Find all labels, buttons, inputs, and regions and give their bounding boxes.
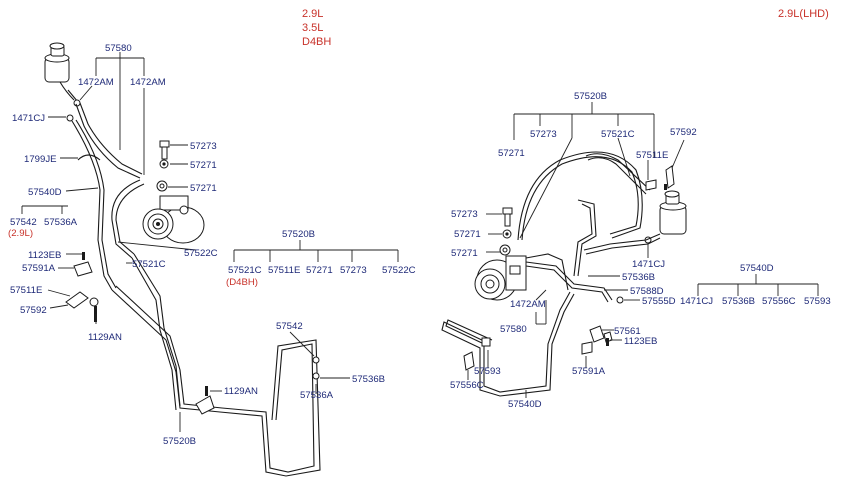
label-57561: 57561	[614, 326, 641, 337]
label-1472AM-b: 1472AM	[130, 77, 166, 88]
left-callout-lines	[21, 52, 399, 432]
label-57521C-group: 57521C	[228, 265, 262, 276]
label-57593-group: 57593	[804, 296, 831, 307]
label-57273: 57273	[190, 141, 217, 152]
label-57592-right: 57592	[670, 127, 697, 138]
label-57556C-group: 57556C	[762, 296, 796, 307]
label-57273-right: 57273	[451, 209, 478, 220]
label-57271-right-b: 57271	[451, 248, 478, 259]
label-1129AN-lower: 1129AN	[224, 386, 258, 397]
label-57520B-right: 57520B	[574, 91, 607, 102]
label-57536A-lower: 57536A	[300, 390, 334, 401]
label-57555D: 57555D	[642, 296, 676, 307]
label-1472AM-right: 1472AM	[510, 299, 546, 310]
label-D4BH: (D4BH)	[226, 277, 258, 288]
variant-label-lhd: 2.9L(LHD)	[778, 8, 829, 20]
label-57540D-right: 57540D	[508, 399, 542, 410]
label-57542: 57542	[10, 217, 37, 228]
label-57511E: 57511E	[10, 285, 42, 296]
label-57271-b: 57271	[190, 183, 217, 194]
label-57591A: 57591A	[22, 263, 56, 274]
label-57511E-right: 57511E	[636, 150, 668, 161]
label-57271-group: 57271	[306, 265, 333, 276]
label-57591A-right: 57591A	[572, 366, 606, 377]
label-57273-right-group: 57273	[530, 129, 557, 140]
label-57556C-lower: 57556C	[450, 380, 484, 391]
reservoir-tank-left	[44, 42, 75, 101]
label-57520B-bottom: 57520B	[163, 436, 196, 447]
power-steering-pump-left	[142, 195, 205, 244]
label-57580-right: 57580	[500, 324, 527, 335]
variant-label-1: 2.9L	[302, 8, 323, 20]
label-1471CJ-group: 1471CJ	[680, 296, 713, 307]
label-1471CJ-right: 1471CJ	[632, 259, 665, 270]
reservoir-tank-right	[659, 190, 687, 235]
label-1471CJ: 1471CJ	[12, 113, 45, 124]
label-57520B-group: 57520B	[282, 229, 315, 240]
label-57540D: 57540D	[28, 187, 62, 198]
label-57580: 57580	[105, 43, 132, 54]
left-labels: 57580 1472AM 1472AM 1471CJ 1799JE 57540D…	[8, 43, 416, 447]
variant-label-3: D4BH	[302, 36, 331, 48]
label-57593-lower: 57593	[474, 366, 501, 377]
label-57271-right-a: 57271	[454, 229, 481, 240]
power-steering-pump-right	[474, 255, 527, 301]
label-1472AM-a: 1472AM	[78, 77, 114, 88]
right-assembly-drawing	[441, 151, 687, 397]
label-57536B: 57536B	[352, 374, 385, 385]
label-57592: 57592	[20, 305, 47, 316]
label-57273-group: 57273	[340, 265, 367, 276]
variant-label-2: 3.5L	[302, 22, 323, 34]
label-1799JE: 1799JE	[24, 154, 57, 165]
label-2-9L: (2.9L)	[8, 228, 33, 239]
label-57542-lower: 57542	[276, 321, 303, 332]
label-57521C: 57521C	[132, 259, 166, 270]
label-1123EB-right: 1123EB	[624, 336, 657, 347]
label-57271-a: 57271	[190, 160, 217, 171]
left-assembly-drawing	[44, 42, 321, 477]
right-labels: 57520B 57273 57521C 57271 57592 57511E 5…	[450, 91, 831, 410]
label-1123EB: 1123EB	[28, 250, 61, 261]
label-57540D-group: 57540D	[740, 263, 774, 274]
right-callout-lines	[467, 102, 819, 398]
label-1129AN: 1129AN	[88, 332, 122, 343]
label-57536B-group: 57536B	[722, 296, 755, 307]
label-57536A: 57536A	[44, 217, 78, 228]
label-57521C-right: 57521C	[601, 129, 635, 140]
label-57271-right-group: 57271	[498, 148, 525, 159]
label-57588D: 57588D	[630, 286, 664, 297]
bolt-57273-left	[156, 140, 170, 192]
label-57522C-group: 57522C	[382, 265, 416, 276]
label-57536B-right: 57536B	[622, 272, 655, 283]
label-57511E-group: 57511E	[268, 265, 300, 276]
label-57522C: 57522C	[184, 248, 218, 259]
